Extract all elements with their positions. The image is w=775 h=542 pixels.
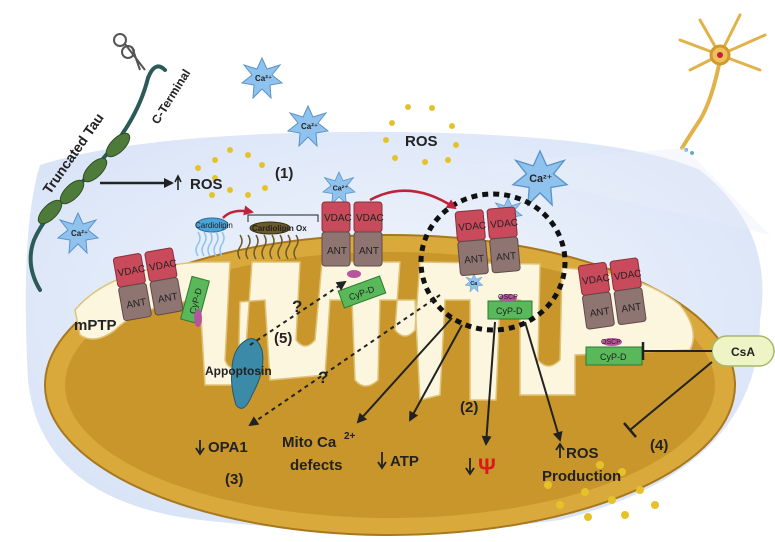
calcium-ion: Ca²⁺ [287,105,329,147]
svg-text:VDAC: VDAC [148,258,177,274]
arrow-to-atp [409,324,463,422]
oscp-center [347,270,361,278]
mptp-label: mPTP [74,317,117,334]
ros-production-label: ROS [566,445,599,462]
svg-text:ANT: ANT [464,254,485,267]
dashed-arrow-to-opa1 [248,294,441,427]
ros-particles [195,104,659,521]
svg-text:VDAC: VDAC [324,213,352,224]
step-4-label: (4) [650,437,668,454]
step-2-label: (2) [460,399,478,416]
svg-text:VDAC: VDAC [582,273,611,288]
csa-inhibit-bar-2 [623,422,637,438]
arrow-to-mito-ca [356,317,453,424]
channel-mptp: VDAC VDAC ANT ANT [112,247,184,322]
arrow-to-ros-production [524,321,563,442]
red-arrow-vdac [369,189,457,210]
channel-circled: VDAC VDAC ANT ANT [454,206,521,277]
cypd-circled: CyP-D [487,300,533,320]
svg-text:ANT: ANT [621,302,642,316]
oscp-circled [499,294,517,302]
step-5-label: (5) [274,330,292,347]
opa1-label: OPA1 [208,439,248,456]
truncated-tau-filament [28,64,167,292]
ros-label: ROS [405,133,438,150]
svg-text:Ca²⁺: Ca²⁺ [333,183,349,192]
highlight-circle [418,191,568,333]
cardiolipin-label: Cardiolipin [195,221,233,230]
calcium-ion: Ca²⁺ [512,150,568,206]
question-mark-2: ? [318,368,328,387]
cypd-right: CyP-D [585,346,643,366]
svg-text:VDAC: VDAC [613,268,642,283]
neuron-icon [678,13,767,155]
psi-label: Ψ [478,454,496,479]
svg-text:VDAC: VDAC [117,264,146,280]
scissors-icon [113,33,146,71]
atp-down-arrow-icon [377,452,387,470]
ros-up-arrow-icon [555,442,565,458]
svg-text:ANT: ANT [327,246,347,257]
channel-right: VDAC VDAC ANT ANT [577,257,647,330]
svg-text:VDAC: VDAC [356,213,384,224]
svg-text:ANT: ANT [359,246,379,257]
cardiolipin-ox-lipids [237,221,299,260]
svg-text:ANT: ANT [589,306,610,320]
svg-text:Ca²⁺: Ca²⁺ [71,229,88,238]
ros-up-label: ROS [190,176,223,193]
appoptosin-protein [231,338,264,409]
cardiolipin-bracket [247,214,319,222]
svg-text:Ca²⁺: Ca²⁺ [301,122,318,131]
oscp-label-circled: OSCP [498,294,518,301]
appoptosin-label: Appoptosin [205,364,272,378]
svg-text:ANT: ANT [496,251,517,264]
svg-text:VDAC: VDAC [490,218,519,231]
svg-text:CyP-D: CyP-D [600,352,627,362]
csa-inhibit-line-2 [629,361,713,431]
calcium-ion: Ca²⁺ [57,212,99,254]
mito-ca-defects-label: defects [290,457,343,474]
svg-text:Ca: Ca [470,281,478,287]
oscp-label-right: OSCP [601,339,621,346]
oscp-right [602,338,622,346]
svg-text:Ca²⁺: Ca²⁺ [529,173,552,185]
cypd-left: CyP-D [180,275,210,325]
ros-small-up-arrow-icon [174,174,182,190]
cardiolipin-ox-label: Cardiolipin Ox [252,224,307,233]
cypd-center: CyP-D [337,275,387,309]
svg-text:ANT: ANT [157,291,179,305]
psi-down-arrow-icon [465,458,475,476]
cardiolipin-lipids [195,217,229,257]
step-1-label: (1) [275,165,293,182]
opa1-down-arrow-icon [195,440,205,456]
calcium-ion: Ca [464,273,484,293]
svg-text:ANT: ANT [126,297,148,311]
calcium-ion: Ca²⁺ [241,57,283,99]
csa-label: CsA [731,345,755,359]
dashed-arrow-to-channel [249,280,347,346]
atp-label: ATP [390,453,419,470]
ros-production-label-2: Production [542,468,621,485]
step-3-label: (3) [225,471,243,488]
arrow-to-psi [481,321,496,446]
svg-text:CyP-D: CyP-D [496,306,523,316]
mito-ca-superscript: 2+ [344,431,356,442]
question-mark-1: ? [292,297,302,316]
red-arrow-cardiolipin [222,205,254,219]
svg-text:VDAC: VDAC [458,220,487,233]
svg-text:Ca²⁺: Ca²⁺ [255,74,272,83]
channel-center: VDAC VDAC ANT ANT [321,201,384,267]
c-terminal-label: C-Terminal [149,67,194,127]
calcium-ion: Ca²⁺ [322,171,356,205]
mito-ca-label: Mito Ca [282,434,337,451]
oscp-left [194,309,202,327]
